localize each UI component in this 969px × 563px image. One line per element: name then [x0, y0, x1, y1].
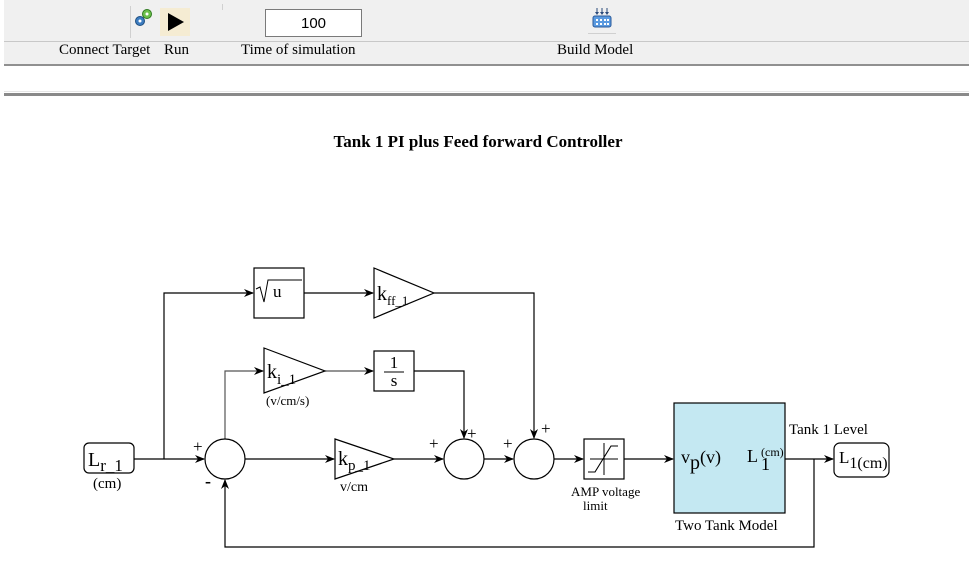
inport-main: L	[88, 449, 100, 471]
sum3-top-plus: +	[541, 419, 551, 438]
diagram-title: Tank 1 PI plus Feed forward Controller	[333, 132, 623, 151]
signal-label-tank1-level: Tank 1 Level	[789, 422, 868, 438]
plant-output-main: L	[747, 446, 758, 466]
wire-ref-to-sqrt	[163, 289, 254, 459]
saturation-label-line2: limit	[583, 498, 608, 513]
kp-unit: v/cm	[340, 480, 368, 495]
ki-main: k	[267, 361, 277, 383]
plant-name-label: Two Tank Model	[675, 518, 778, 534]
time-of-simulation-label: Time of simulation	[241, 42, 356, 58]
plant-output-unit: (cm)	[761, 445, 784, 459]
toolbar-separator	[222, 4, 223, 10]
build-underline	[588, 33, 616, 34]
ki-unit: (v/cm/s)	[266, 393, 309, 408]
outport-main: L	[839, 448, 849, 467]
toolbar-bottom-border	[4, 64, 969, 66]
sum-block-3[interactable]: + +	[503, 419, 555, 480]
sum1-minus-sign: -	[205, 471, 211, 491]
svg-text:vp(v): vp(v)	[681, 447, 721, 474]
sum1-plus-sign: +	[193, 437, 203, 456]
kp-gain-block[interactable]: kp_1 v/cm	[334, 438, 396, 495]
kp-sub: p_1	[348, 458, 371, 474]
integrator-denominator: s	[391, 371, 398, 390]
two-tank-model-block[interactable]: vp(v) L 1 (cm) Two Tank Model	[673, 402, 786, 534]
wire-feedback	[221, 459, 815, 548]
outport-sub: 1(cm)	[849, 455, 887, 472]
kff-main: k	[377, 283, 387, 305]
inport-block[interactable]: Lr_1 (cm)	[83, 442, 135, 492]
build-model-label[interactable]: Build Model	[557, 42, 634, 58]
play-icon	[168, 13, 184, 31]
build-model-icon[interactable]	[590, 6, 614, 30]
plant-box	[673, 402, 786, 514]
inport-unit: (cm)	[93, 476, 121, 492]
svg-text:kp_1: kp_1	[338, 448, 371, 474]
plant-input-unit: (v)	[700, 447, 721, 468]
sqrt-label: u	[273, 282, 282, 301]
outport-block[interactable]: L1(cm)	[833, 442, 890, 478]
plant-input-main: v	[681, 447, 690, 467]
connect-target-icon[interactable]	[134, 8, 154, 28]
svg-text:L1(cm): L1(cm)	[839, 448, 888, 472]
sum2-top-plus: +	[467, 424, 477, 443]
time-of-simulation-input[interactable]	[265, 9, 362, 37]
svg-text:kff_1: kff_1	[377, 283, 408, 308]
run-label[interactable]: Run	[164, 42, 190, 58]
svg-text:Lr_1: Lr_1	[88, 449, 123, 475]
kff-sub: ff_1	[387, 293, 408, 308]
sqrt-block[interactable]: u	[253, 267, 305, 319]
kff-gain-block[interactable]: kff_1	[373, 267, 436, 319]
kp-main: k	[338, 448, 348, 470]
section-divider-light	[4, 91, 969, 92]
saturation-label-line1: AMP voltage	[571, 484, 640, 499]
integrator-block[interactable]: 1 s	[373, 350, 415, 392]
integrator-numerator: 1	[390, 353, 399, 372]
wire-error-to-ki	[224, 367, 264, 459]
connect-target-label[interactable]: Connect Target	[59, 42, 151, 58]
run-button[interactable]	[160, 8, 190, 36]
svg-text:ki_1: ki_1	[267, 361, 296, 388]
wire-kff-to-sum3	[434, 292, 538, 439]
toolbar-separator	[130, 6, 131, 38]
section-divider	[4, 93, 969, 96]
wire-integrator-to-sum2	[414, 370, 468, 439]
sum2-left-plus: +	[429, 434, 439, 453]
sum-block-1[interactable]: + -	[193, 437, 246, 491]
sum-block-2[interactable]: + +	[429, 424, 485, 480]
ki-sub: i_1	[277, 372, 296, 388]
inport-sub: r_1	[100, 456, 123, 475]
sum3-left-plus: +	[503, 434, 513, 453]
saturation-block[interactable]: AMP voltage limit	[571, 438, 640, 513]
ki-gain-block[interactable]: ki_1 (v/cm/s)	[263, 347, 327, 408]
plant-input-sub: p	[690, 452, 700, 474]
plant-output-sub: 1	[761, 454, 770, 474]
toolbar-divider	[4, 41, 969, 42]
